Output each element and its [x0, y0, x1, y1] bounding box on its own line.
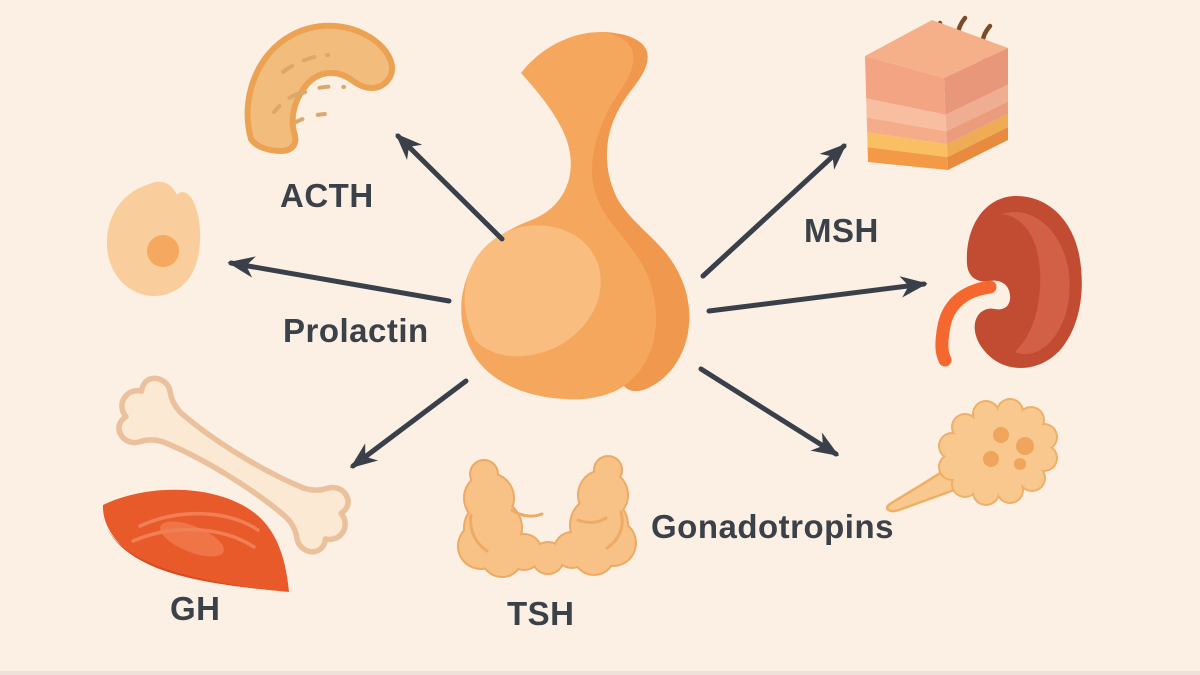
- label-gonadotropins: Gonadotropins: [651, 508, 894, 545]
- adrenal-gland-icon: [244, 22, 396, 154]
- breast-icon: [106, 181, 201, 297]
- ovary-icon: [885, 398, 1058, 513]
- bottom-edge-strip: [0, 671, 1200, 675]
- bone-icon: [116, 375, 351, 555]
- arrow-to-kidney: [706, 276, 928, 314]
- nipple-dot: [147, 235, 179, 267]
- ovary-follicle-dots: [983, 427, 1034, 470]
- label-tsh: TSH: [507, 595, 575, 632]
- muscle-icon: [102, 489, 289, 592]
- label-gh: GH: [170, 590, 221, 627]
- kidney-icon: [935, 195, 1082, 369]
- arrow-to-skin: [700, 143, 847, 279]
- label-msh: MSH: [804, 212, 879, 249]
- ureter: [935, 280, 997, 367]
- thyroid-gland-icon: [457, 455, 637, 578]
- label-acth: ACTH: [280, 177, 374, 214]
- label-prolactin: Prolactin: [283, 312, 429, 349]
- skin-icon: [865, 15, 1008, 170]
- bone-muscle-icon: [102, 375, 351, 592]
- arrow-to-breast: [227, 256, 452, 304]
- hormone-arrows: [227, 133, 928, 469]
- arrow-to-ovary: [698, 366, 840, 457]
- arrow-to-bone: [350, 378, 469, 469]
- arrow-to-adrenal: [395, 133, 505, 242]
- pituitary-gland-icon: [461, 31, 690, 400]
